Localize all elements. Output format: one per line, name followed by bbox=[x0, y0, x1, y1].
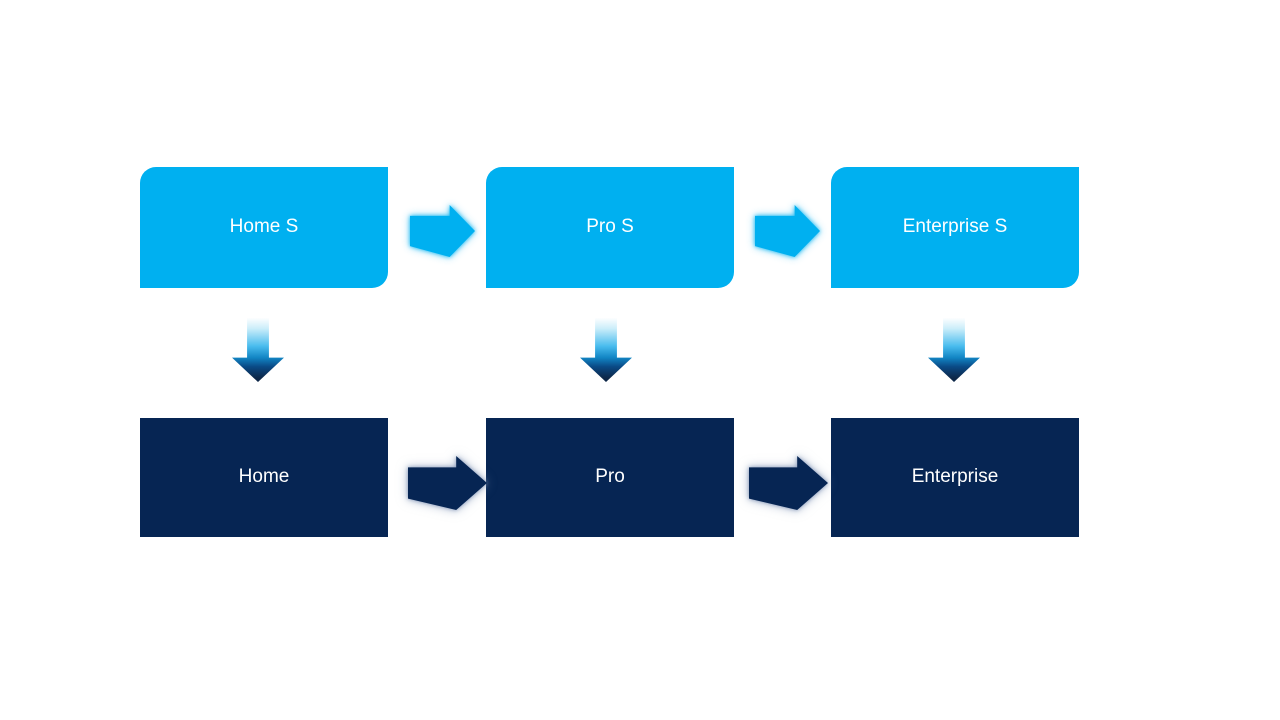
right-arrow-icon bbox=[749, 456, 828, 510]
node-enterprise: Enterprise bbox=[831, 418, 1079, 537]
right-arrow-shape bbox=[755, 205, 820, 257]
down-arrow-icon bbox=[928, 318, 980, 382]
node-pro-s: Pro S bbox=[486, 167, 734, 288]
node-pro-label: Pro bbox=[595, 466, 625, 488]
node-enterprise-label: Enterprise bbox=[911, 466, 999, 488]
down-arrow-icon bbox=[580, 318, 632, 382]
node-pro-s-label: Pro S bbox=[586, 216, 634, 238]
right-arrow-shape bbox=[749, 456, 828, 510]
node-home-s: Home S bbox=[140, 167, 388, 288]
right-arrow-icon bbox=[755, 205, 820, 257]
down-arrow-icon bbox=[232, 318, 284, 382]
node-enterprise-s-label: Enterprise S bbox=[902, 216, 1008, 238]
right-arrow-shape bbox=[410, 205, 475, 257]
right-arrow-shape bbox=[408, 456, 487, 510]
right-arrow-icon bbox=[408, 456, 487, 510]
node-home-s-label: Home S bbox=[229, 216, 299, 238]
node-pro: Pro bbox=[486, 418, 734, 537]
node-home-label: Home bbox=[238, 466, 290, 488]
node-home: Home bbox=[140, 418, 388, 537]
node-enterprise-s: Enterprise S bbox=[831, 167, 1079, 288]
right-arrow-icon bbox=[410, 205, 475, 257]
